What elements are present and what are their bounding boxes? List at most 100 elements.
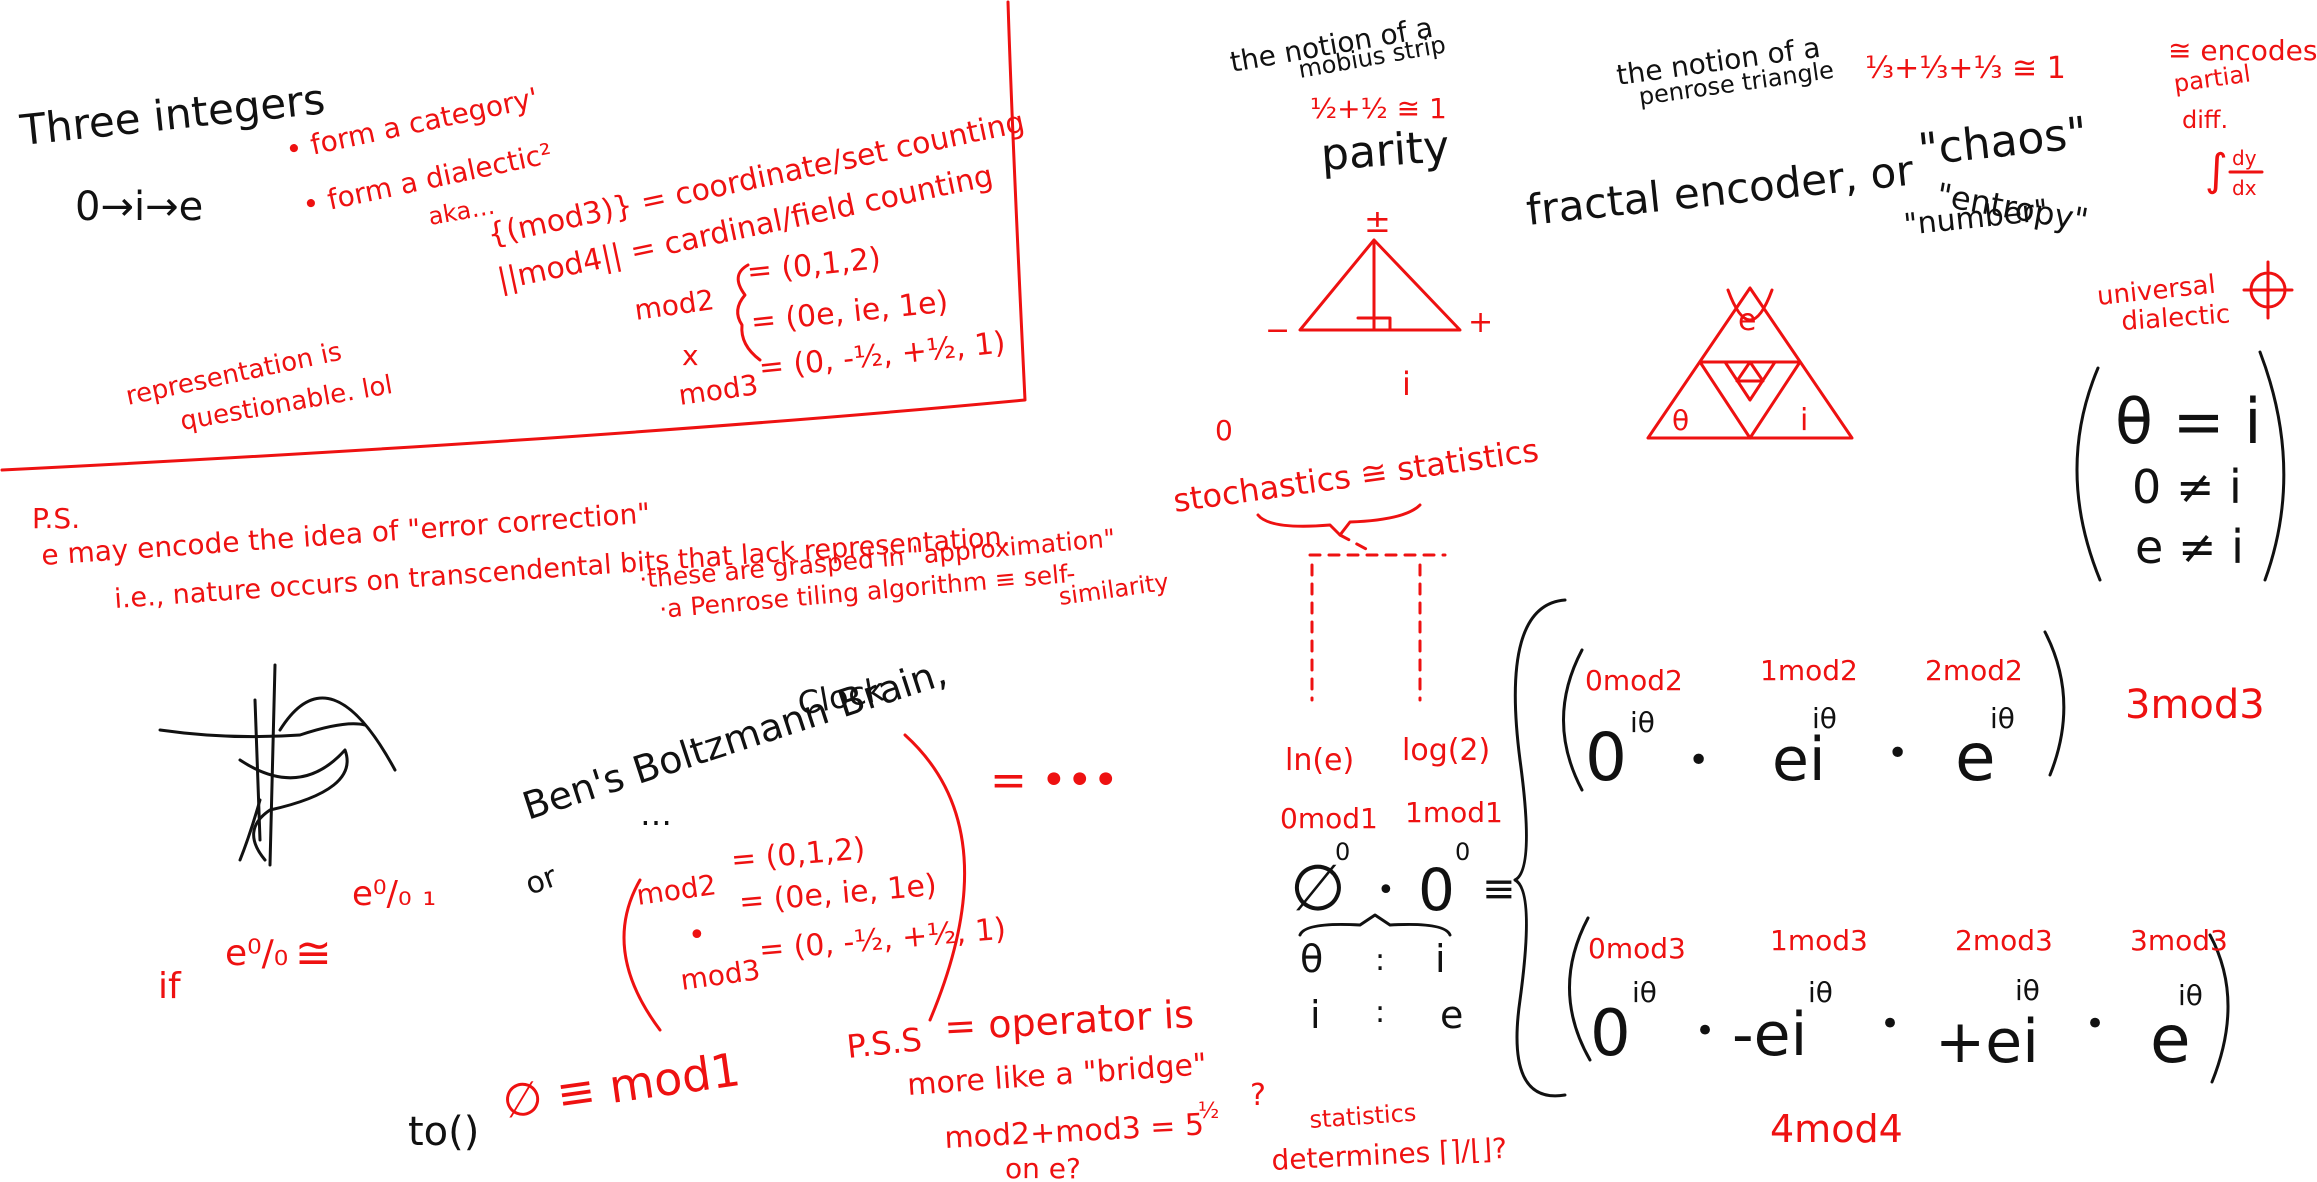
mod2-values: = (0,1,2) [745,241,882,290]
boltzmann-dots: … [640,795,672,833]
pss-on-e: on e? [1005,1152,1081,1182]
zero-neq-i: 0 ≠ i [2132,460,2242,514]
row1-dot-0: • [1688,740,1709,781]
center-underbrace [1298,913,1452,937]
encodes-3: diff. [2182,106,2228,134]
dialectic-right-paren [2258,350,2286,582]
mobius-frac: ½+½ ≅ 1 [1310,92,1447,125]
pss-determines: determines ⌈⌉/⌊⌋? [1271,1132,1508,1177]
row2-mod: 4mod4 [1770,1107,1903,1151]
stochastic-dashes [1308,533,1447,702]
integral-dx: dx [2232,176,2257,200]
integer-sequence: 0→i→e [75,184,203,230]
ln-e: ln(e) [1285,743,1354,778]
row2-label-2: 2mod3 [1955,924,2053,957]
penrose-inner-arc [1726,288,1774,322]
row2-dot-1: • [1880,1004,1900,1044]
stochastic-brace [1256,503,1422,537]
dialectic-label: dialectic [2120,299,2231,337]
box-border [0,0,1027,472]
row1-term-1: ei [1772,725,1826,795]
mobius-parity: parity [1319,121,1451,181]
penrose-triangle [1646,286,1854,440]
row1-sup-2: iθ [1990,702,2015,735]
i-term: i [1435,937,1446,981]
row2-label-3: 3mod3 [2130,924,2228,957]
matrix-section: 0mod2 1mod2 2mod2 0 iθ • ei iθ • e iθ 3m… [1513,598,2265,1151]
row2-term-3: e [2150,1001,2191,1078]
i-term-2: i [1310,993,1321,1037]
mod1-label: 1mod1 [1405,796,1503,829]
pss-sum: mod2+mod3 = 5 [944,1107,1205,1156]
row1-left-paren [1562,648,1584,792]
pss-exponent: ½ [1198,1099,1219,1124]
boltzmann-dot: • [688,918,706,953]
to-function: to() [408,1109,479,1155]
row2-sup-1: iθ [1808,976,1833,1009]
penrose-e: e [1738,303,1756,338]
mobius-i: i [1402,365,1411,403]
row2-left-paren [1568,916,1592,1062]
boltzmann-equals-dots: = ••• [990,755,1119,806]
equiv-sign: ≡ [1482,866,1516,912]
pss-line1: = operator is [943,992,1195,1049]
integral-sign: ∫ [2205,145,2228,196]
boltzmann-mod3: mod3 [678,953,762,997]
boltzmann-mod3-val: = (0, -½, +½, 1) [758,912,1008,968]
boltzmann-mod2: mod2 [634,868,718,912]
pss-note: P.S.S = operator is more like a "bridge"… [845,992,1508,1182]
center-equation: ln(e) log(2) 0mod1 1mod1 ∅ 0 • 0 0 ≡ θ :… [1280,733,1516,1037]
ps-label: P.S. [32,502,80,535]
mod-brace [736,263,762,362]
dialectic-left-paren [2075,366,2102,582]
boltzmann-or: or [521,859,562,903]
empty-sup: 0 [1335,838,1350,866]
ps-note: P.S. e may encode the idea of "error cor… [32,497,1171,624]
row2-label-0: 0mod3 [1588,932,1686,965]
row1-label-1: 1mod2 [1760,654,1858,687]
dot-sep: : [1375,995,1385,1030]
mod3-label: mod3 [676,368,760,412]
row1-label-0: 0mod2 [1585,664,1683,697]
empty-set: ∅ [1290,852,1346,926]
if-cong: ≅ [295,928,332,979]
mod2-label: mod2 [632,283,716,327]
colon-sep: : [1375,943,1385,978]
oe-values: = (0e, ie, 1e) [749,284,950,340]
boltzmann-left-paren [622,878,662,1032]
row2-term-2: +ei [1935,1007,2039,1077]
if-label: if [158,966,182,1007]
row1-term-0: 0 [1585,719,1627,796]
penrose-i: i [1800,403,1808,438]
chaos-label: "chaos" [1916,108,2090,176]
pss-line2: more like a "bridge" [906,1047,1208,1103]
triangle-pm: ± [1364,202,1391,240]
right-notes: ≅ encodes partial diff. ∫ dy dx universa… [2075,34,2317,582]
row2-label-1: 1mod3 [1770,924,1868,957]
triangle-minus: − [1265,313,1290,348]
log-2: log(2) [1402,733,1490,768]
row2-sup-0: iθ [1632,976,1657,1009]
boltzmann-oe-val: = (0e, ie, 1e) [738,868,938,920]
boltzmann-mod2-val: = (0,1,2) [730,831,867,878]
row2-dot-0: • [1695,1011,1715,1051]
mod0-label: 0mod1 [1280,802,1378,835]
e-neq-i: e ≠ i [2135,520,2244,574]
if-lhs: e⁰/₀ [225,933,288,974]
pss-question: ? [1250,1078,1266,1113]
pss-statistics: statistics [1308,1099,1417,1134]
theta-equals-i: θ = i [2115,385,2262,458]
empty-mod1: ∅ ≡ mod1 [499,1042,743,1129]
penrose-frac: ⅓+⅓+⅓ ≅ 1 [1865,51,2066,86]
circled-plus-icon [2242,260,2294,320]
if-rhs: e⁰/₀ ₁ [352,874,436,914]
row1-dot-1: • [1887,733,1908,774]
row1-label-2: 2mod2 [1925,654,2023,687]
row2-term-1: -ei [1732,1000,1807,1070]
row1-sup-1: iθ [1812,702,1837,735]
handwritten-glyph [158,663,397,867]
e-term: e [1440,993,1463,1037]
outer-brace [1513,598,1567,1098]
pss-label: P.S.S [845,1020,924,1066]
top-left-box: Three integers 0→i→e • form a category' … [0,0,1028,472]
